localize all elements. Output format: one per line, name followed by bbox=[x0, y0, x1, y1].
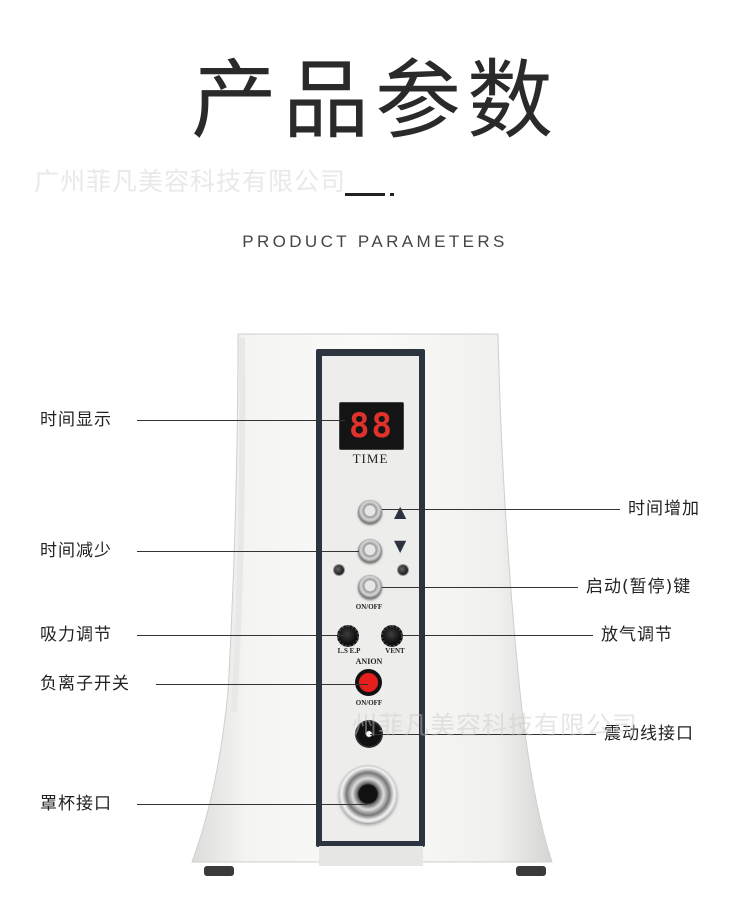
onoff-label: ON/OFF bbox=[355, 603, 383, 611]
callout-label-time-decrease: 时间减少 bbox=[40, 541, 112, 561]
callout-label-vibration-port: 震动线接口 bbox=[604, 724, 694, 744]
device-foot-left bbox=[204, 866, 234, 876]
time-decrease-button[interactable] bbox=[358, 539, 382, 563]
callout-line-anion-switch bbox=[156, 684, 368, 685]
callout-line-suction-adjust bbox=[137, 635, 347, 636]
callout-line-time-decrease bbox=[137, 551, 359, 552]
callout-line-time-increase bbox=[382, 509, 620, 510]
callout-label-start-pause: 启动(暂停)键 bbox=[586, 577, 692, 597]
callout-line-vent-adjust bbox=[401, 635, 593, 636]
callout-label-anion-switch: 负离子开关 bbox=[40, 674, 130, 694]
cup-port[interactable] bbox=[339, 765, 397, 823]
indicator-light-right bbox=[397, 564, 409, 576]
anion-label: ANION bbox=[355, 657, 383, 666]
callout-line-time-display bbox=[137, 420, 345, 421]
down-arrow-icon: ▼ bbox=[394, 536, 407, 555]
callout-line-start-pause bbox=[382, 587, 578, 588]
callout-label-cup-port: 罩杯接口 bbox=[40, 794, 112, 814]
callout-label-time-increase: 时间增加 bbox=[628, 499, 700, 519]
vent-knob[interactable] bbox=[381, 625, 403, 647]
vent-knob-label: VENT bbox=[385, 647, 405, 655]
callout-label-vent-adjust: 放气调节 bbox=[601, 625, 673, 645]
time-display: 88 bbox=[339, 402, 404, 450]
control-panel-base bbox=[319, 846, 423, 866]
title-divider-dot bbox=[390, 193, 394, 196]
time-display-label: TIME bbox=[352, 451, 389, 466]
callout-label-time-display: 时间显示 bbox=[40, 410, 112, 430]
watermark-text: 广州菲凡美容科技有限公司 bbox=[34, 167, 347, 196]
indicator-light-left bbox=[333, 564, 345, 576]
callout-line-vibration-port bbox=[370, 734, 596, 735]
title-divider bbox=[345, 193, 385, 196]
watermark-text-overlay: 州菲凡美容科技有限公司 bbox=[352, 711, 639, 740]
page-subtitle: PRODUCT PARAMETERS bbox=[242, 232, 508, 251]
callout-line-cup-port bbox=[137, 804, 367, 805]
suction-knob[interactable] bbox=[337, 625, 359, 647]
anion-switch-button[interactable] bbox=[355, 669, 382, 696]
time-increase-button[interactable] bbox=[358, 500, 382, 524]
callout-label-suction-adjust: 吸力调节 bbox=[40, 625, 112, 645]
anion-switch-label: ON/OFF bbox=[355, 699, 383, 707]
start-pause-button[interactable] bbox=[358, 575, 382, 599]
device-foot-right bbox=[516, 866, 546, 876]
up-arrow-icon: ▲ bbox=[394, 502, 407, 521]
page-title: 产品参数 bbox=[191, 51, 559, 151]
suction-knob-label: L.S E.P bbox=[337, 647, 361, 655]
